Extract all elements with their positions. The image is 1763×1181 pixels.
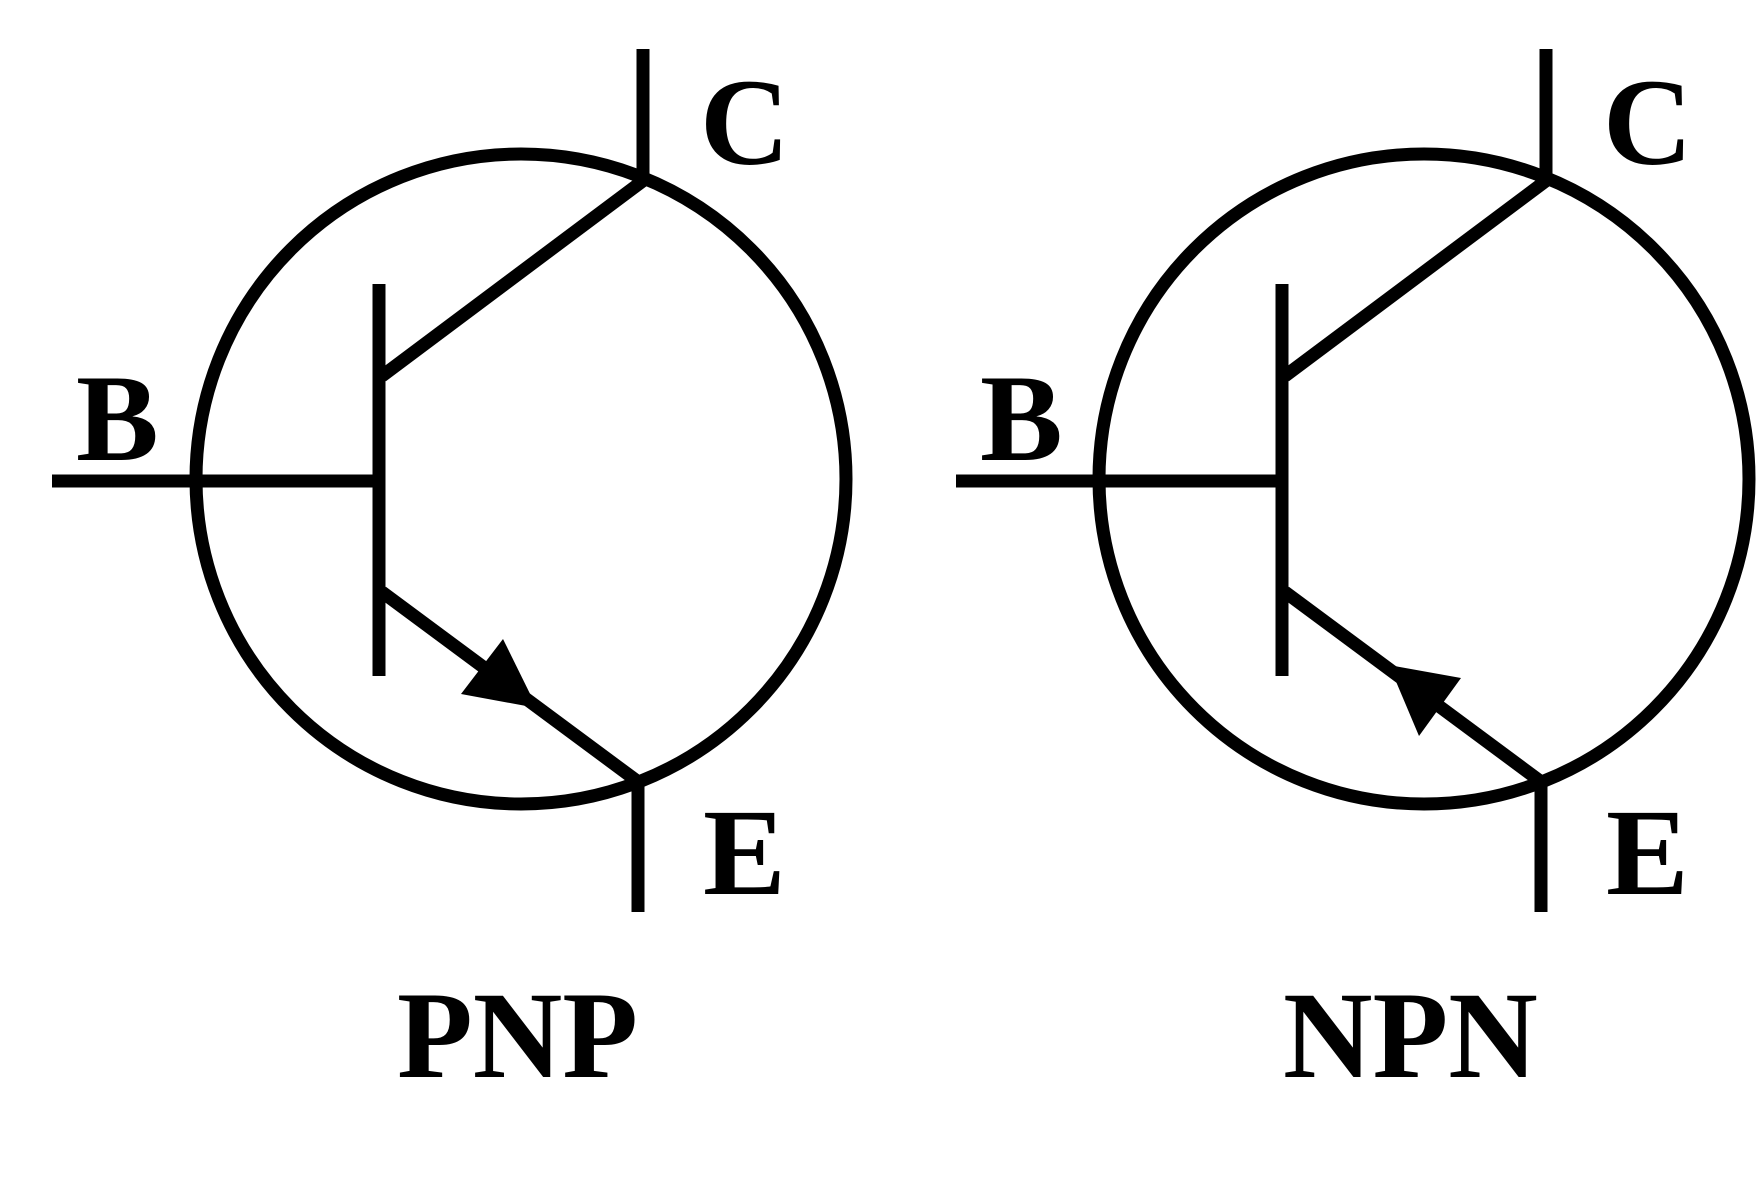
- pnp-collector-label: C: [700, 54, 790, 191]
- npn-title: NPN: [1283, 967, 1538, 1104]
- npn-emitter-label: E: [1606, 784, 1689, 921]
- pnp-emitter-arrow: [461, 639, 537, 708]
- pnp-emitter-label: E: [703, 784, 786, 921]
- pnp-title: PNP: [397, 967, 638, 1104]
- npn-collector-diagonal: [1281, 174, 1551, 382]
- npn-emitter-arrow: [1389, 665, 1461, 736]
- npn-base-label: B: [980, 350, 1063, 487]
- npn-symbol: B C E NPN: [956, 49, 1756, 1104]
- npn-collector-label: C: [1603, 54, 1693, 191]
- pnp-base-label: B: [76, 350, 159, 487]
- pnp-collector-diagonal: [378, 174, 648, 382]
- pnp-symbol: B C E PNP: [52, 49, 853, 1104]
